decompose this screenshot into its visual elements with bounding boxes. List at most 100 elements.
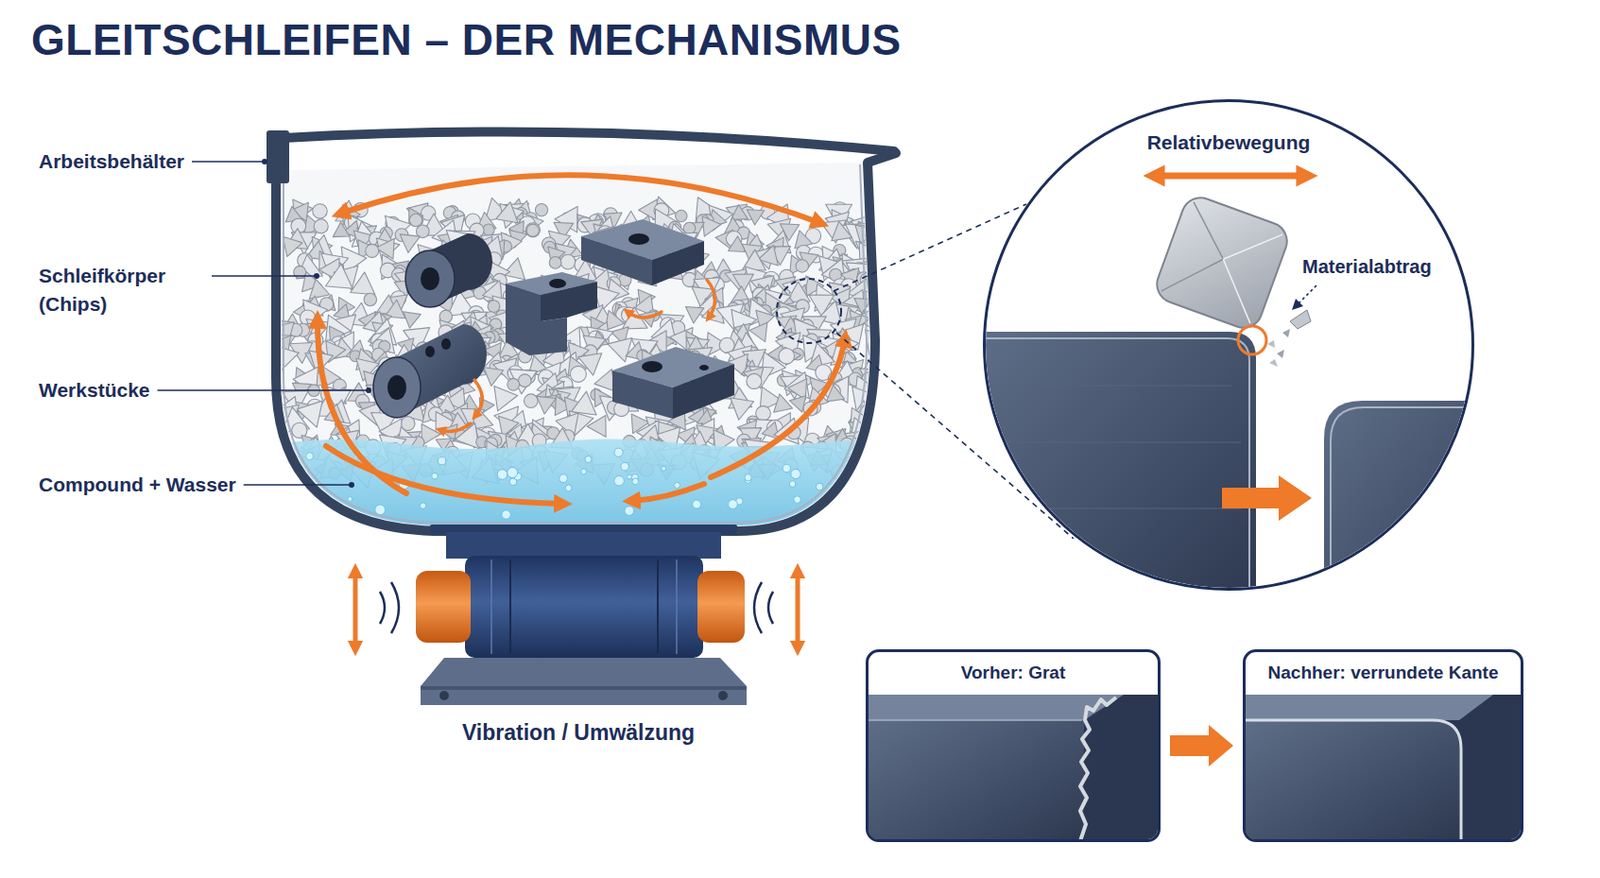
chip bbox=[723, 236, 746, 259]
chip bbox=[282, 232, 305, 257]
bubble bbox=[728, 499, 739, 510]
chip bbox=[518, 374, 533, 388]
illustration-part bbox=[985, 338, 1250, 588]
workpiece-ring bbox=[405, 233, 493, 308]
illustration-part bbox=[1238, 326, 1267, 355]
bubble bbox=[306, 452, 314, 461]
node-text: Materialabtrag bbox=[1300, 255, 1434, 279]
bubble bbox=[375, 504, 386, 516]
illustration-part bbox=[420, 267, 440, 291]
bubble bbox=[744, 474, 752, 482]
illustration-part bbox=[985, 331, 1256, 588]
illustration-part bbox=[768, 591, 774, 624]
chip bbox=[778, 348, 795, 365]
chip bbox=[400, 311, 421, 330]
workpiece-block bbox=[612, 346, 735, 419]
node-heading: Relativbewegung bbox=[985, 130, 1472, 155]
illustration-part bbox=[446, 532, 722, 559]
chip bbox=[845, 403, 874, 433]
bubble bbox=[419, 502, 426, 509]
workpiece-block bbox=[581, 219, 705, 286]
illustration-part bbox=[628, 233, 650, 245]
title-wrap: GLEITSCHLEIFEN – DER MECHANISMUS bbox=[31, 13, 902, 67]
bubble bbox=[614, 447, 623, 457]
illustration-part bbox=[1245, 720, 1462, 842]
illustration-part bbox=[509, 559, 512, 654]
chip bbox=[394, 225, 421, 253]
node-heading: Vorher: Grat bbox=[868, 660, 1158, 685]
bubble bbox=[782, 464, 791, 472]
illustration-part bbox=[1297, 285, 1317, 305]
title: GLEITSCHLEIFEN – DER MECHANISMUS bbox=[31, 13, 902, 67]
illustration-part bbox=[627, 311, 662, 318]
illustration-part bbox=[795, 570, 801, 649]
bubble bbox=[319, 507, 326, 514]
after-box: Nachher: verrundete Kante bbox=[1242, 649, 1524, 843]
illustration-part bbox=[353, 570, 359, 649]
illustration-part bbox=[1290, 309, 1311, 329]
chip bbox=[376, 233, 403, 259]
illustration-part bbox=[710, 338, 845, 478]
illustration-part bbox=[1282, 328, 1291, 338]
bubble bbox=[315, 502, 323, 510]
chip bbox=[325, 262, 355, 289]
illustration-part bbox=[1276, 349, 1285, 359]
illustration-part bbox=[1178, 202, 1239, 259]
illustration-part bbox=[1330, 407, 1472, 588]
illustration-part bbox=[699, 364, 709, 371]
chip bbox=[525, 223, 540, 238]
illustration-part bbox=[1269, 359, 1278, 367]
chip bbox=[482, 223, 495, 236]
bubble bbox=[791, 468, 801, 479]
illustration-part bbox=[1245, 694, 1521, 842]
vibration-symbols bbox=[355, 570, 798, 649]
leader-dot bbox=[365, 387, 372, 394]
illustration-part bbox=[474, 379, 482, 416]
label-wrap: Arbeitsbehälter bbox=[38, 149, 185, 174]
chip bbox=[865, 326, 893, 356]
zoom-circle: RelativbewegungMaterialabtrag bbox=[982, 99, 1475, 591]
illustration-part bbox=[631, 483, 705, 501]
bubble bbox=[614, 475, 625, 486]
chip bbox=[560, 254, 576, 270]
bubble bbox=[661, 465, 667, 471]
chip bbox=[870, 413, 882, 426]
chip bbox=[534, 395, 556, 415]
vibration-motor bbox=[415, 524, 747, 706]
chip bbox=[680, 299, 705, 324]
bubble bbox=[850, 482, 856, 488]
chip bbox=[732, 265, 759, 293]
chip bbox=[507, 369, 537, 396]
bubble bbox=[581, 468, 587, 475]
illustration-part bbox=[387, 375, 407, 400]
illustration-part bbox=[652, 240, 705, 286]
chip bbox=[273, 340, 303, 372]
illustration-part bbox=[868, 720, 1084, 842]
block-arrow bbox=[1169, 724, 1234, 767]
illustration-part bbox=[415, 570, 471, 643]
chip bbox=[332, 222, 350, 238]
zoom-marker bbox=[776, 278, 842, 344]
illustration-part bbox=[1152, 192, 1293, 334]
chip bbox=[487, 300, 500, 313]
illustration-part bbox=[1324, 400, 1472, 588]
illustration-part bbox=[326, 446, 564, 504]
part-label: Arbeitsbehälter bbox=[38, 149, 185, 174]
chip bbox=[746, 373, 762, 389]
illustration-part bbox=[379, 591, 385, 624]
bubble bbox=[336, 512, 343, 518]
chip bbox=[795, 259, 809, 273]
chip bbox=[745, 209, 764, 226]
leader-line bbox=[191, 160, 265, 163]
compound-liquid bbox=[275, 438, 889, 544]
chip bbox=[549, 257, 562, 270]
container-flange bbox=[266, 130, 290, 184]
illustration-part bbox=[985, 175, 1472, 588]
node-heading: Nachher: verrundete Kante bbox=[1245, 660, 1521, 685]
illustration-part bbox=[868, 719, 1083, 722]
chip bbox=[409, 213, 422, 226]
illustration-part bbox=[697, 570, 745, 643]
illustration-part bbox=[1221, 475, 1312, 521]
